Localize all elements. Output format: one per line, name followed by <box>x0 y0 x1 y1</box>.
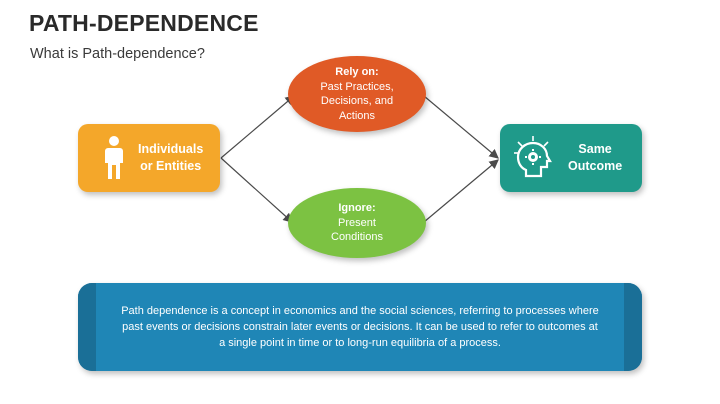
outcome-label: Same Outcome <box>568 142 623 173</box>
ignore-heading: Ignore: <box>338 202 376 215</box>
head-gear-icon <box>514 136 552 178</box>
description-text: Path dependence is a concept in economic… <box>121 305 599 349</box>
individuals-box: Individuals or Entities <box>78 124 220 192</box>
rely-on-ellipse: Rely on: Past Practices, Decisions, and … <box>288 56 426 132</box>
person-icon <box>105 136 123 179</box>
arrow-rely-to-outcome <box>423 95 499 159</box>
ignore-line1: Present <box>338 216 376 229</box>
ignore-ellipse: Ignore: Present Conditions <box>288 188 426 258</box>
page-subtitle: What is Path-dependence? <box>30 46 205 62</box>
outcome-box: Same Outcome <box>500 124 642 192</box>
individuals-label: Individuals or Entities <box>138 142 204 173</box>
rely-line3: Actions <box>338 109 376 122</box>
arrow-ignore-to-outcome <box>423 159 499 223</box>
rely-line2: Decisions, and <box>320 95 394 107</box>
description-box: Path dependence is a concept in economic… <box>78 283 642 371</box>
page-title: PATH-DEPENDENCE <box>29 10 259 36</box>
rely-line1: Past Practices, <box>320 80 394 93</box>
arrow-to-rely <box>220 95 295 159</box>
ignore-line2: Conditions <box>331 231 383 244</box>
description-tab-left <box>78 283 96 371</box>
description-tab-right <box>624 283 642 371</box>
arrow-to-ignore <box>220 157 293 223</box>
rely-heading: Rely on: <box>335 66 379 78</box>
